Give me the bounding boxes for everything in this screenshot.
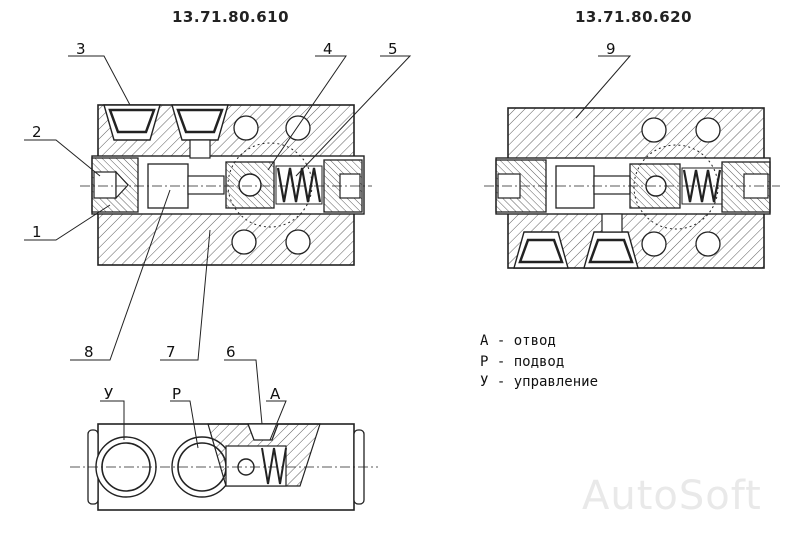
valve-bottom-view [70, 423, 378, 511]
seal-cup-icon [103, 104, 229, 159]
callout-5: 5 [388, 40, 398, 58]
legend-item-u: У - управление [480, 374, 599, 390]
callout-7: 7 [166, 343, 176, 361]
port-label-a: А [270, 385, 281, 403]
valve-620-section [484, 107, 780, 269]
port-label-p: Р [172, 385, 182, 403]
callout-2: 2 [32, 123, 42, 141]
valve-610-section [80, 104, 372, 266]
leader-line-9 [575, 55, 632, 119]
callout-1: 1 [32, 223, 42, 241]
callout-8: 8 [84, 343, 94, 361]
callout-3: 3 [76, 40, 86, 58]
leader-lines-bottom [100, 359, 287, 449]
port-label-u: У [104, 385, 114, 403]
legend-item-a: А - отвод [480, 333, 556, 349]
legend-item-p: Р - подвод [480, 353, 565, 370]
callout-6: 6 [226, 343, 236, 361]
port-legend: А - отвод Р - подвод У - управление [480, 331, 598, 393]
watermark: AutoSoft [582, 473, 762, 519]
callout-9: 9 [606, 40, 616, 58]
spring-icon [275, 165, 323, 205]
part-number-620: 13.71.80.620 [575, 8, 693, 26]
seal-cup-icon [513, 213, 639, 269]
part-number-610: 13.71.80.610 [172, 8, 290, 26]
callout-4: 4 [323, 40, 333, 58]
leader-lines-610 [24, 55, 412, 361]
